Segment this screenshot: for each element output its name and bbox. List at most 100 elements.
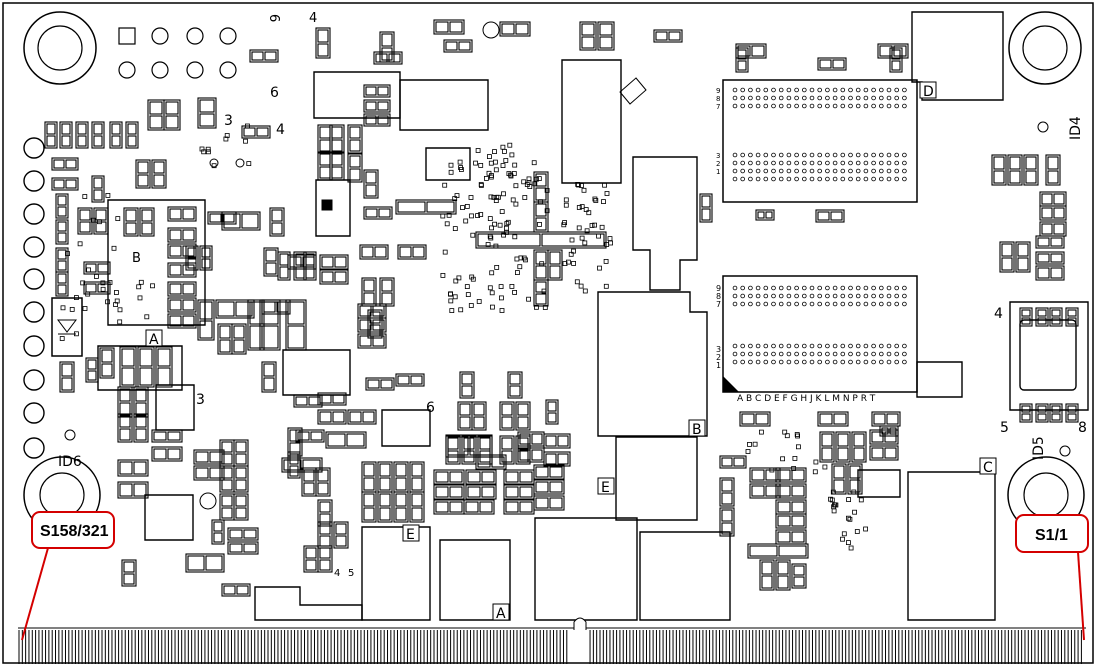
passive-body: [185, 245, 199, 271]
passive-pad: [791, 515, 805, 527]
bga-bot-ball: [902, 359, 907, 365]
passive-pad: [435, 471, 449, 483]
via-pad: [566, 259, 571, 265]
bga-bot-ball: [794, 359, 799, 365]
bga-top-ball: [825, 168, 830, 174]
passive-pad: [165, 115, 179, 129]
passive-pad: [791, 485, 805, 497]
passive-body: [151, 446, 183, 462]
via-pad: [464, 203, 470, 209]
callout-right-text: S1/1: [1035, 527, 1068, 544]
bga-top-ball: [832, 95, 838, 101]
passive-pad: [235, 301, 253, 317]
via-pad: [563, 197, 569, 203]
via-pad: [504, 229, 510, 235]
bga-bot-ball: [801, 343, 807, 349]
passive-pad: [365, 86, 377, 96]
bga-top-ball: [871, 87, 876, 93]
passive-component: [219, 493, 235, 521]
bga-column-letters: A B C D E F G H J K L M N P R T: [737, 394, 876, 404]
bga-bot-ball: [832, 343, 838, 349]
passive-component: [477, 435, 493, 465]
passive-component: [167, 297, 197, 313]
via-pad: [114, 290, 119, 295]
passive-pad: [1037, 267, 1050, 279]
bga-top-row-label: 9: [716, 87, 720, 95]
passive-component: [135, 159, 151, 189]
passive-pad: [235, 441, 247, 453]
passive-pad: [374, 246, 387, 258]
bga-bot-ball: [817, 301, 822, 307]
passive-body: [395, 199, 457, 215]
via-pad: [858, 497, 864, 503]
via-pad: [544, 187, 550, 193]
bga-bot-ball: [771, 285, 776, 291]
via-pad: [463, 218, 469, 224]
via-pad: [596, 233, 601, 239]
passive-pad: [1037, 405, 1047, 413]
passive-pad: [53, 179, 65, 189]
passive-pad: [283, 459, 302, 471]
passive-component: [869, 445, 899, 461]
via-pad: [464, 284, 470, 290]
passive-component: [163, 99, 181, 131]
passive-body: [815, 209, 845, 223]
passive-pad: [837, 433, 849, 447]
passive-component: [515, 401, 531, 431]
passive-pad: [721, 522, 733, 535]
passive-component: [817, 411, 849, 427]
bga-bot-ball: [855, 293, 861, 299]
passive-body: [317, 124, 333, 154]
passive-body: [227, 541, 259, 555]
via-pad: [578, 283, 584, 289]
passive-pad: [778, 545, 807, 557]
via-pad: [512, 162, 518, 168]
bga-bot-ball: [886, 301, 892, 307]
passive-body: [543, 451, 571, 467]
passive-pad: [399, 246, 412, 258]
passive-body: [747, 543, 809, 559]
bga-top-ball: [848, 95, 853, 101]
passive-pad: [833, 413, 847, 425]
left-edge-pads: [23, 137, 45, 459]
passive-pad: [741, 413, 755, 425]
via-pad: [489, 225, 495, 231]
via-pad: [478, 212, 484, 217]
passive-pad: [1021, 317, 1031, 325]
passive-pad: [1051, 405, 1061, 413]
passive-component: [117, 413, 133, 443]
passive-pad: [187, 258, 197, 269]
passive-component: [443, 39, 473, 53]
passive-body: [51, 177, 79, 191]
via-pad: [593, 198, 599, 203]
via-pad: [586, 210, 592, 216]
via-pad: [488, 194, 494, 200]
passive-pad: [209, 213, 222, 223]
passive-pad: [346, 433, 365, 447]
passive-body: [597, 21, 615, 51]
bga-top-ball: [855, 87, 861, 93]
passive-component: [815, 209, 845, 223]
via-pad: [854, 529, 860, 534]
via-pad: [449, 308, 455, 314]
passive-pad: [263, 363, 275, 377]
passive-pad: [362, 411, 375, 423]
passive-pad: [153, 174, 165, 187]
passive-component: [379, 31, 395, 63]
passive-component: [363, 84, 391, 98]
passive-body: [397, 244, 427, 260]
passive-body: [227, 527, 259, 541]
via-pad: [745, 449, 751, 454]
bga-top-ball: [840, 87, 846, 93]
via-pad: [526, 176, 532, 182]
via-pad: [571, 260, 576, 266]
passive-body: [137, 346, 155, 388]
passive-pad: [119, 388, 131, 402]
passive-component: [1007, 154, 1023, 186]
bga-bot-ball: [878, 285, 884, 291]
bga-bot-ball: [840, 293, 846, 299]
passive-body: [791, 563, 807, 589]
via-pad: [563, 202, 569, 208]
passive-pad: [1017, 257, 1029, 271]
bga-bot-ball: [825, 293, 830, 299]
